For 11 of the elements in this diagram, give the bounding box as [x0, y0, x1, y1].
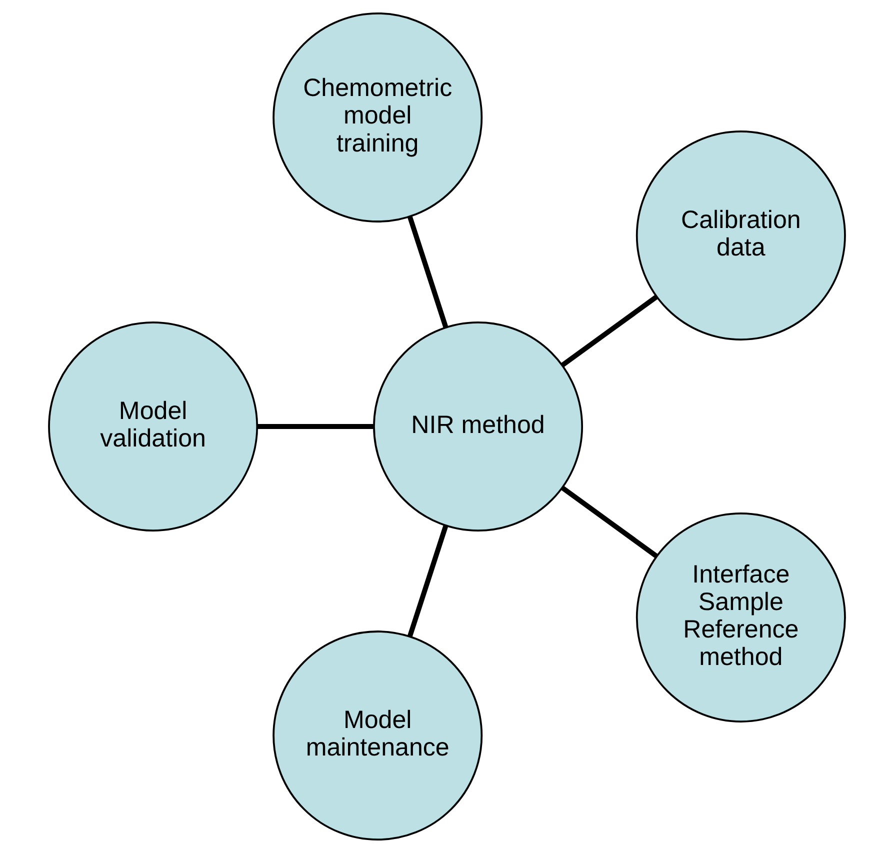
node-circle: NIR method — [372, 322, 583, 532]
connector — [256, 424, 374, 430]
connector — [406, 216, 448, 328]
node-circle: Model validation — [48, 322, 258, 532]
connector — [560, 294, 658, 368]
connector — [560, 486, 658, 558]
node-circle: Chemometric model training — [272, 12, 482, 222]
node-circle: Interface Sample Reference method — [635, 512, 846, 722]
connector — [406, 524, 448, 638]
node-circle: Model maintenance — [272, 630, 482, 841]
node-circle: Calibration data — [635, 130, 846, 340]
